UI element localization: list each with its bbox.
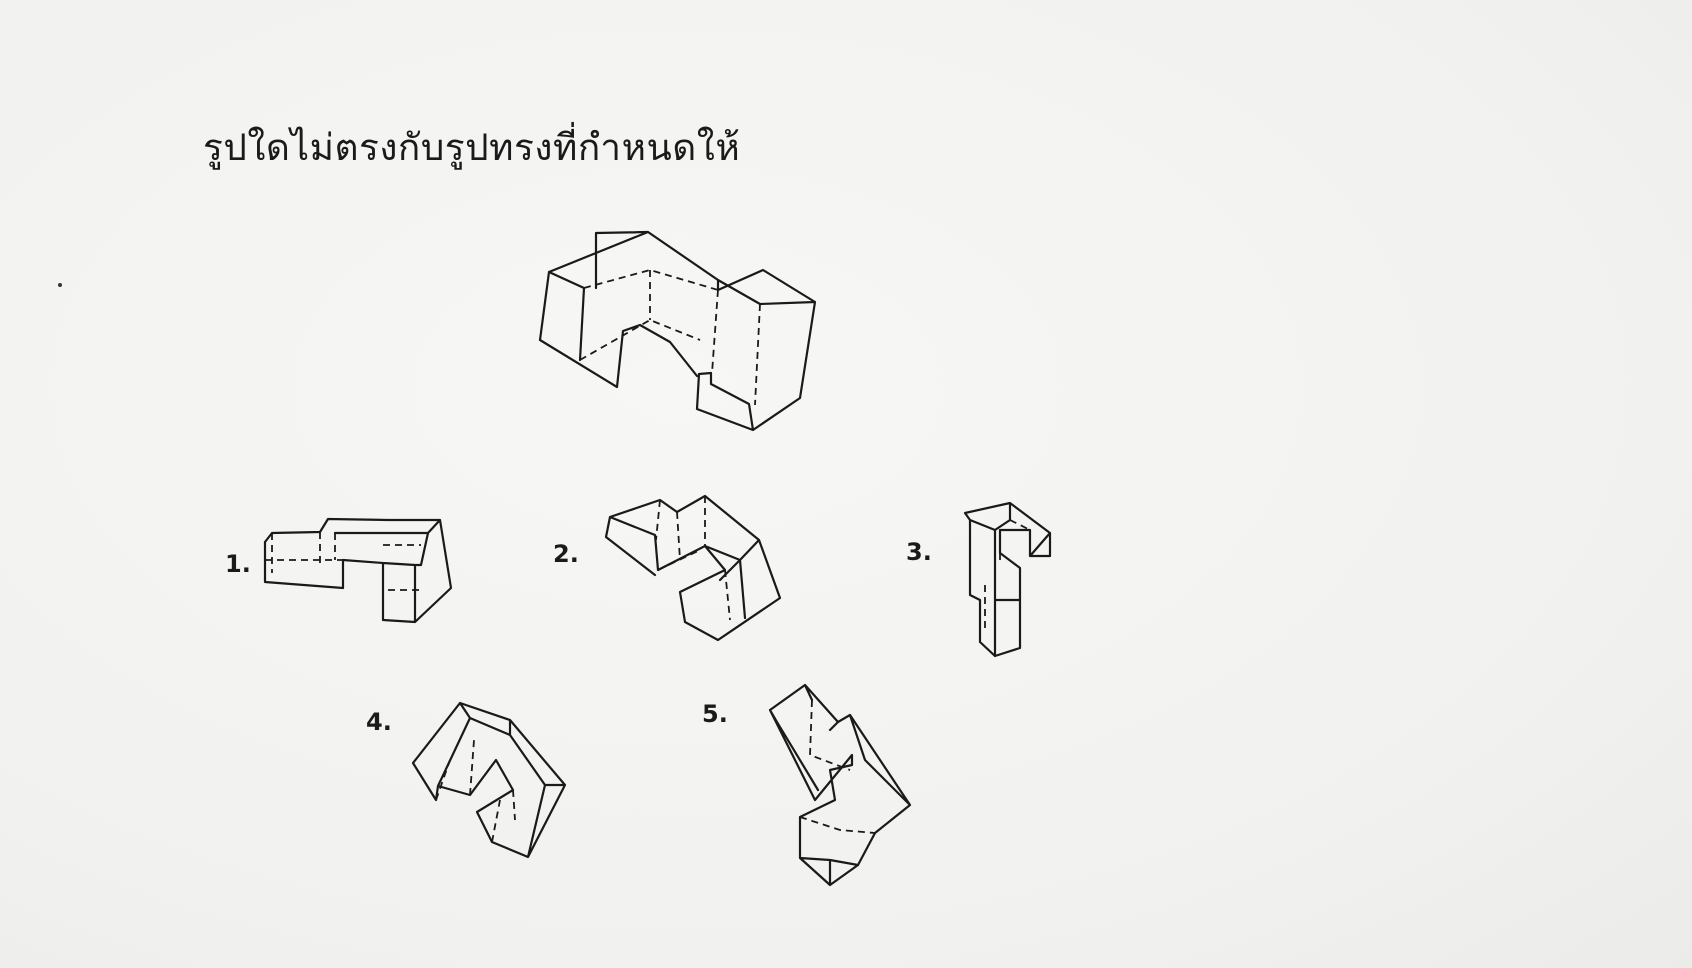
- option-2-label[interactable]: 2.: [553, 540, 579, 568]
- option-1-label[interactable]: 1.: [225, 550, 251, 578]
- option-4-label[interactable]: 4.: [366, 708, 392, 736]
- option-2-shape: [604, 494, 782, 642]
- option-3-shape: [963, 501, 1052, 658]
- option-5-label[interactable]: 5.: [702, 700, 728, 728]
- option-1-shape: [263, 517, 453, 624]
- option-5-shape: [768, 683, 912, 887]
- option-4-shape: [411, 701, 567, 859]
- reference-shape: [538, 230, 817, 432]
- question-text: รูปใดไม่ตรงกับรูปทรงที่กำหนดให้: [203, 126, 741, 169]
- option-3-label[interactable]: 3.: [906, 538, 932, 566]
- stray-mark: [58, 283, 62, 287]
